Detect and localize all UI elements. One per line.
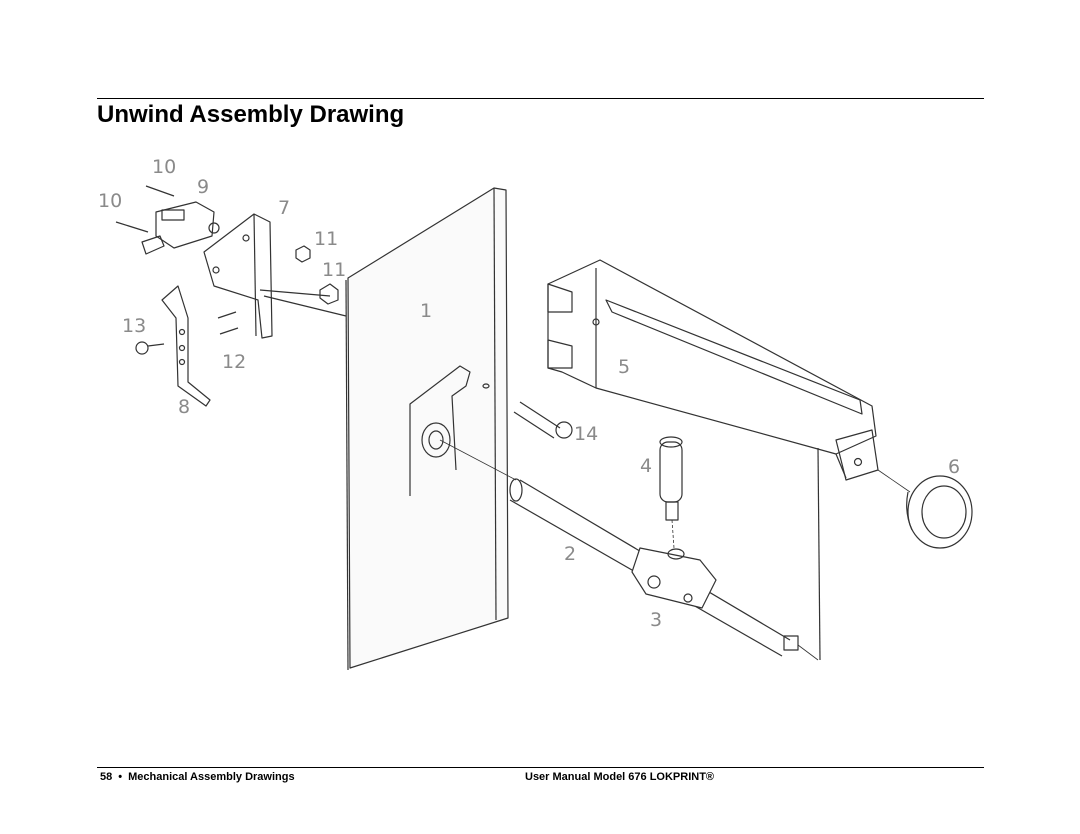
spring-bracket (409, 365, 471, 496)
fasteners (217, 245, 347, 335)
callout-14: 14 (574, 423, 598, 445)
callout-3: 3 (650, 609, 662, 631)
callout-7: 7 (278, 197, 290, 219)
footer-bullet: • (118, 771, 123, 783)
callout-13: 13 (122, 315, 146, 337)
callout-8: 8 (178, 396, 190, 418)
shaft-collar (631, 547, 717, 609)
switch-bracket (203, 213, 273, 339)
mounting-plate (345, 187, 509, 671)
callout-5: 5 (618, 356, 630, 378)
callout-10-left: 10 (98, 190, 122, 212)
pin (659, 436, 683, 549)
lever (135, 285, 211, 407)
header-rule (97, 98, 984, 99)
switch-assembly (115, 185, 220, 255)
page-number: 58 (100, 771, 113, 783)
callout-9: 9 (197, 176, 209, 198)
unwind-assembly-drawing: 10 9 10 7 11 11 13 1 12 8 5 14 4 6 2 3 (98, 156, 973, 671)
section-name: Mechanical Assembly Drawings (128, 771, 295, 783)
callout-11-upper: 11 (314, 228, 338, 250)
manual-title: User Manual Model 676 LOKPRINT® (525, 771, 715, 783)
page-title: Unwind Assembly Drawing (97, 101, 405, 128)
callout-6: 6 (948, 456, 960, 478)
frame-bracket (547, 259, 879, 661)
footer-left: 58 • Mechanical Assembly Drawings (100, 771, 295, 783)
footer-rule (97, 767, 984, 768)
callout-4: 4 (640, 455, 652, 477)
spacer-screw (482, 383, 573, 439)
callout-2: 2 (564, 543, 576, 565)
callout-10-top: 10 (152, 156, 176, 178)
callout-11-lower: 11 (322, 259, 346, 281)
callout-12: 12 (222, 351, 246, 373)
callout-1: 1 (420, 300, 432, 322)
knob (877, 469, 973, 549)
